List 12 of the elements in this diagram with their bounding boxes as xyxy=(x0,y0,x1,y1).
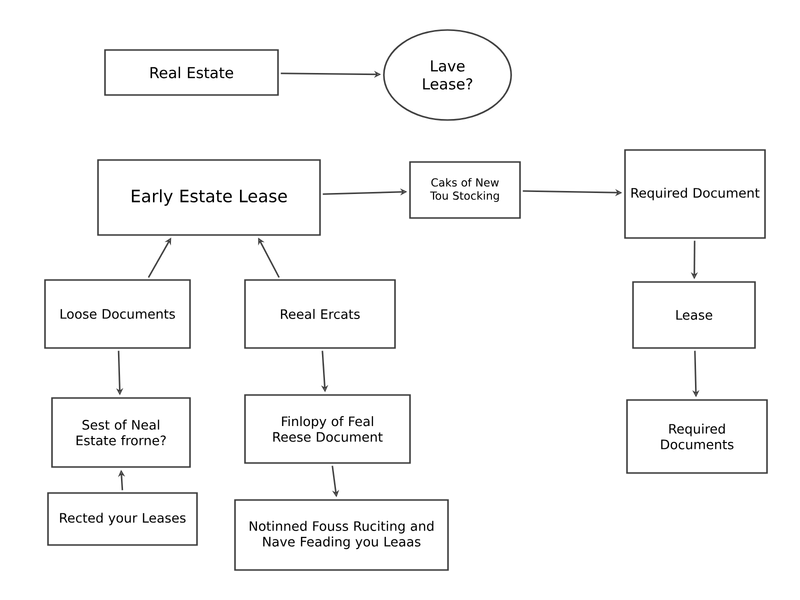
process-box: Loose Documents xyxy=(44,279,191,349)
process-box: Reeal Ercats xyxy=(244,279,396,349)
process-box: Lease xyxy=(632,281,756,349)
process-box: Real Estate xyxy=(104,49,279,96)
process-box: Early Estate Lease xyxy=(97,159,321,236)
process-box: Rected your Leases xyxy=(47,492,198,546)
process-box: Required Document xyxy=(624,149,766,239)
process-box: Notinned Fouss Ruciting and Nave Feading you Leaas xyxy=(234,499,449,571)
process-box: Required Documents xyxy=(626,399,768,474)
process-box: Sest of Neal Estate frorne? xyxy=(51,397,191,468)
process-box: Finlopy of Feal Reese Document xyxy=(244,394,411,464)
process-box: Caks of New Tou Stocking xyxy=(409,161,521,219)
